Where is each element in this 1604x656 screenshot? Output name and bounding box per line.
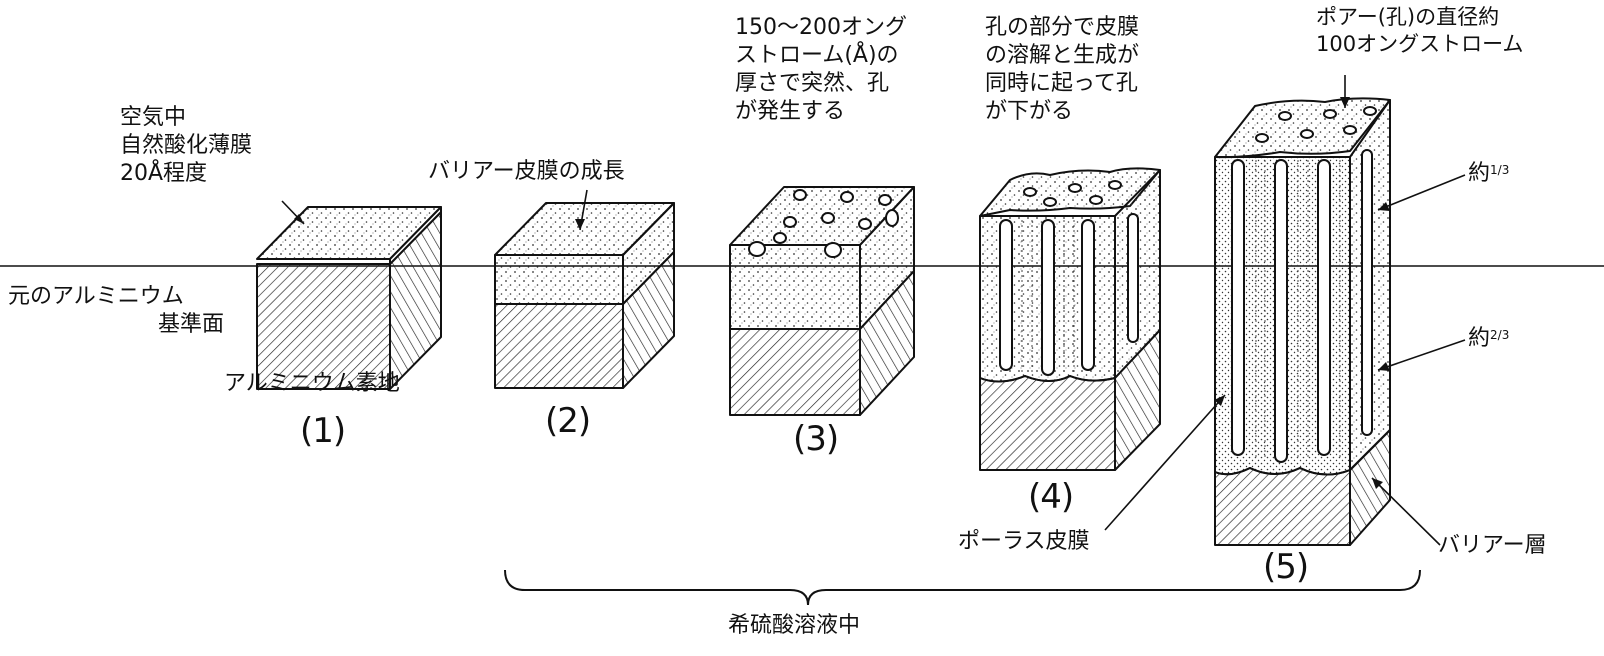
dissolve-line-2: の溶解と生成が — [985, 43, 1140, 68]
stage-number-3: (3) — [793, 419, 839, 459]
pore-gen-line-4: が発生する — [735, 99, 846, 124]
pore-diam-line-1: ポアー(孔)の直径約 — [1316, 5, 1500, 29]
block-4-side-substrate — [1114, 329, 1161, 471]
pore-diam-line-2: 100オングストローム — [1316, 32, 1524, 56]
air-film-line-1: 空気中 — [120, 105, 187, 130]
leader-porous — [1104, 394, 1226, 531]
air-film-label: 空気中 自然酸化薄膜 20Å程度 — [120, 104, 252, 188]
leader-third — [1377, 174, 1466, 211]
stage-number-4: (4) — [1028, 477, 1074, 517]
block-3-side-substrate — [859, 270, 915, 416]
dissolve-line-4: が下がる — [985, 99, 1074, 124]
dissolution-label: 孔の部分で皮膜 の溶解と生成が 同時に起って孔 が下がる — [985, 14, 1139, 126]
block-2-front-substrate — [494, 303, 624, 389]
approx-third-prefix: 約 — [1468, 161, 1491, 186]
dissolve-line-3: 同時に起って孔 — [985, 71, 1138, 96]
block-5-side-substrate — [1349, 429, 1391, 546]
block-1-side-film — [389, 206, 442, 265]
block-4 — [979, 167, 1161, 471]
baseline-label: 元のアルミニウム 基準面 — [8, 283, 224, 339]
stage-number-5: (5) — [1263, 547, 1309, 587]
block-2-front-film — [494, 254, 624, 305]
solution-label: 希硫酸溶液中 — [728, 613, 861, 638]
leader-barrier-layer — [1371, 477, 1441, 546]
approx-two-thirds-label: 約2/3 — [1468, 325, 1509, 355]
block-3-front-film — [729, 244, 861, 330]
substrate-label: アルミニウム素地 — [224, 371, 400, 396]
approx-two-thirds-fraction: 2/3 — [1490, 328, 1510, 342]
dissolve-line-1: 孔の部分で皮膜 — [985, 15, 1140, 40]
block-3-front-substrate — [729, 328, 861, 416]
block-5-front-substrate — [1214, 467, 1351, 546]
pore-diameter-label: ポアー(孔)の直径約 100オングストローム — [1316, 4, 1523, 58]
block-2-side-substrate — [622, 251, 675, 389]
barrier-layer-label: バリアー層 — [1438, 533, 1547, 558]
porous-film-label: ポーラス皮膜 — [958, 529, 1090, 554]
approx-two-thirds-prefix: 約 — [1468, 326, 1491, 351]
approx-third-label: 約1/3 — [1468, 160, 1509, 190]
solution-brace — [504, 569, 1421, 606]
pore-gen-line-1: 150～200オング — [735, 15, 907, 40]
stage-number-1: (1) — [300, 411, 346, 451]
baseline-line-2: 基準面 — [158, 312, 225, 337]
block-3 — [729, 186, 915, 416]
air-film-line-2: 自然酸化薄膜 — [120, 133, 253, 158]
pore-gen-line-3: 厚さで突然、孔 — [735, 71, 890, 96]
block-2 — [494, 202, 675, 389]
stage-number-2: (2) — [545, 401, 591, 441]
leader-two-thirds — [1377, 339, 1466, 371]
block-1 — [256, 206, 442, 390]
approx-third-fraction: 1/3 — [1490, 163, 1510, 177]
block-5 — [1214, 97, 1391, 546]
air-film-line-3: 20Å程度 — [120, 161, 208, 186]
baseline-line-1: 元のアルミニウム — [8, 284, 184, 309]
pore-generation-label: 150～200オング ストローム(Å)の 厚さで突然、孔 が発生する — [735, 14, 907, 126]
barrier-growth-label: バリアー皮膜の成長 — [428, 159, 625, 184]
block-4-front-substrate — [979, 375, 1116, 471]
pore-gen-line-2: ストローム(Å)の — [735, 43, 899, 68]
